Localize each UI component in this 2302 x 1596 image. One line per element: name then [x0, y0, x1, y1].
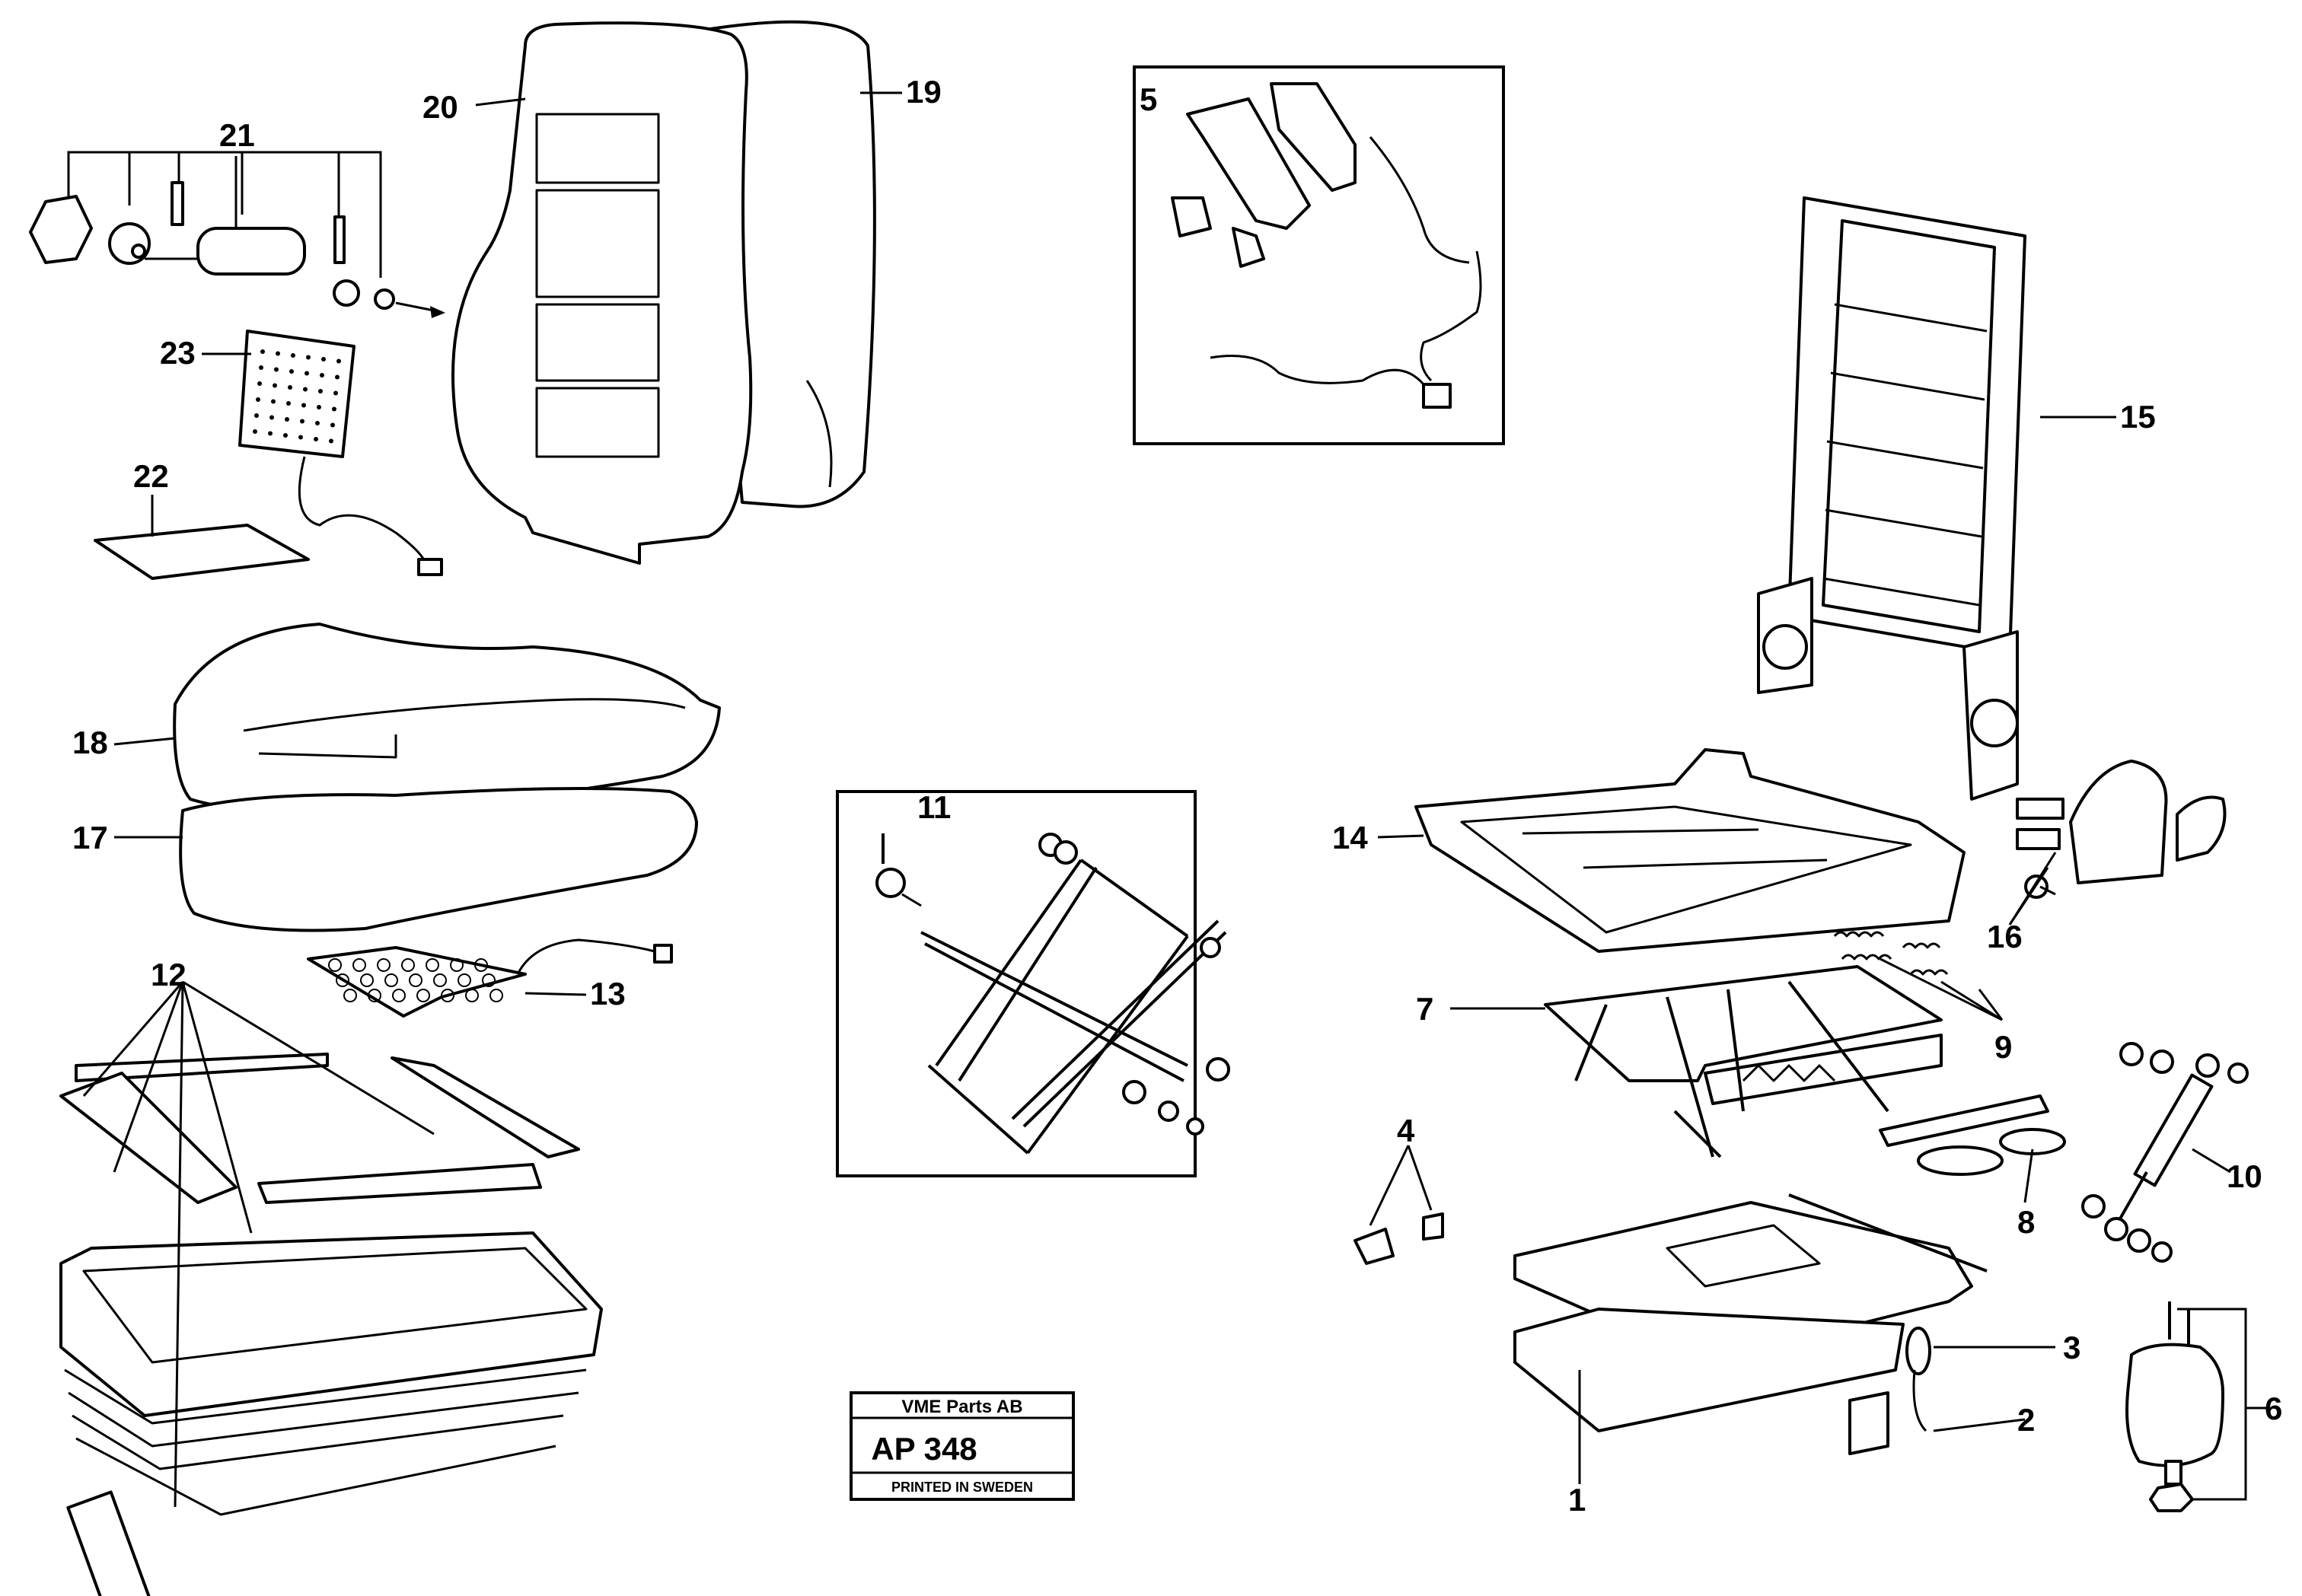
label-15: 15: [2120, 399, 2156, 435]
label-10: 10: [2227, 1158, 2262, 1194]
heating-pad-23: [238, 330, 443, 576]
label-17: 17: [72, 820, 108, 855]
label-14: 14: [1332, 820, 1368, 855]
slide-lever-8: [1879, 1094, 2066, 1203]
air-spring-6: [2125, 1301, 2269, 1512]
label-2: 2: [2017, 1402, 2035, 1438]
label-13: 13: [590, 976, 626, 1011]
label-5: 5: [1140, 81, 1157, 117]
label-8: 8: [2017, 1204, 2035, 1240]
label-22: 22: [133, 458, 169, 494]
shock-absorber-10: [2081, 1042, 2249, 1263]
label-21: 21: [219, 117, 255, 153]
label-11: 11: [917, 789, 951, 825]
bellows-assembly-12: [59, 980, 603, 1596]
backrest-frame-15: [1757, 196, 2026, 801]
seat-heating-pad-13: [307, 938, 673, 1018]
heating-pad-22: [94, 524, 310, 580]
clips-4: [1353, 1145, 1444, 1265]
label-16: 16: [1987, 919, 2023, 954]
label-7: 7: [1416, 991, 1433, 1027]
label-18: 18: [72, 725, 108, 760]
document-stamp: VME Parts AB AP 348 PRINTED IN SWEDEN: [850, 1391, 1075, 1501]
springs-9: [1833, 931, 2004, 1021]
lumbar-adjuster-21: [29, 151, 445, 318]
label-20: 20: [422, 89, 458, 125]
side-covers-16: [2008, 760, 2227, 925]
suspension-base-1: [1513, 1193, 1988, 1455]
cable-2-3: [1578, 1327, 2055, 1484]
label-23: 23: [160, 335, 196, 371]
label-9: 9: [1994, 1029, 2012, 1065]
leader-lines: [113, 91, 2231, 1174]
label-6: 6: [2265, 1391, 2282, 1426]
seat-foam-17: [179, 787, 698, 932]
backrest-cushion-20: [451, 21, 753, 565]
scissor-mechanism-11: [836, 790, 1230, 1177]
label-12: 12: [151, 957, 187, 992]
seat-frame-14: [1414, 748, 1966, 953]
stamp-code: AP 348: [871, 1431, 977, 1467]
label-3: 3: [2063, 1330, 2080, 1365]
wiring-harness-5: [1133, 65, 1505, 445]
stamp-company: VME Parts AB: [901, 1397, 1022, 1417]
seat-cushion-18: [173, 623, 721, 814]
label-4: 4: [1397, 1113, 1415, 1148]
slide-mechanism-7: [1544, 965, 1943, 1158]
label-19: 19: [906, 74, 942, 110]
part-labels: 1 2 3 4 5 6 7 8 9 10 11 12 13 14 15 16 1…: [72, 74, 2282, 1518]
stamp-printed: PRINTED IN SWEDEN: [891, 1480, 1033, 1495]
label-1: 1: [1568, 1482, 1586, 1518]
